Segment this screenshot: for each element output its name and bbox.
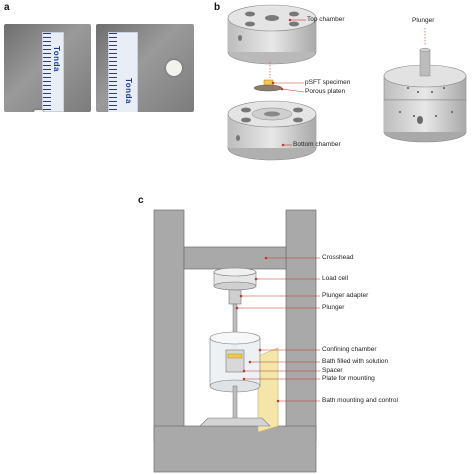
specimen-c [227,353,243,359]
label-plunger-b: Plunger [412,17,435,24]
photo-specimen-side: Tonda [4,24,91,112]
frame-right-column [285,209,317,443]
mounting-rod [232,385,238,423]
bath-mounting-panel [257,347,279,433]
label-plate-for-mounting: Plate for mounting [322,375,375,382]
panel-label-a: a [4,2,10,13]
ruler [42,32,64,112]
bottom-chamber [227,100,317,161]
label-porous-platen: Porous platen [305,88,346,95]
label-psft-specimen: pSFT specimen [305,79,351,86]
assembled-chamber [383,47,467,143]
panel-label-c: c [138,195,144,206]
label-load-cell: Load cell [322,275,349,282]
frame-left-column [153,209,185,443]
label-spacer: Spacer [322,367,343,374]
photo-specimen-top: Tonda [96,24,194,112]
label-crosshead: Crosshead [322,254,354,261]
specimen-side-view [34,110,43,112]
panel-label-b: b [214,2,221,13]
label-bath-mounting: Bath mounting and control [322,397,398,404]
mounting-plate [199,417,271,427]
spacer [225,349,245,373]
label-confining-chamber: Confining chamber [322,346,377,353]
top-chamber [227,4,317,65]
load-cell [213,267,257,291]
label-plunger-c: Plunger [322,304,345,311]
label-plunger-adapter: Plunger adapter [322,292,369,299]
frame-base [153,425,317,473]
plunger-adapter [228,289,242,305]
ruler-brand-text: Tonda [52,46,61,72]
label-top-chamber: Top chamber [307,16,345,23]
label-bath-filled: Bath filled with solution [322,358,389,365]
ruler-brand-text: Tonda [124,78,133,104]
specimen-top-view [166,60,182,76]
label-bottom-chamber: Bottom chamber [293,141,341,148]
ruler [108,32,138,112]
